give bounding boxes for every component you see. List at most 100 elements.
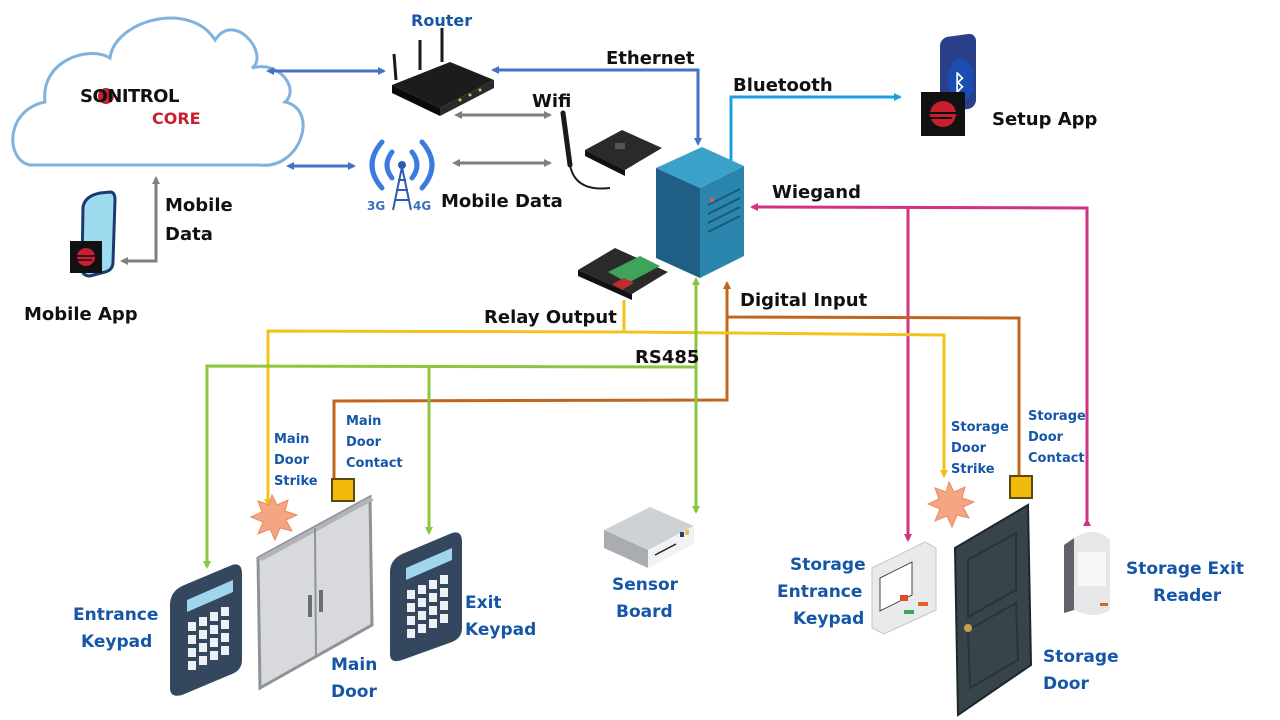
router-device	[392, 28, 494, 116]
sonitrol-logo-mark	[98, 88, 114, 104]
entrance-keypad-label-2: Keypad	[81, 632, 152, 652]
mobile-app-link-label-line2: Data	[165, 224, 213, 245]
sensor-board-port	[685, 530, 689, 535]
server-front	[656, 168, 700, 278]
mobile-app-data-link	[120, 176, 160, 265]
sonitrol-app-icon-mark	[77, 248, 95, 266]
mobile-data-label: Mobile Data	[441, 191, 563, 212]
signal-wave-left-inner	[384, 149, 395, 181]
sensor-board-device	[604, 507, 694, 568]
bluetooth-circle	[948, 58, 974, 102]
controller-server	[656, 147, 744, 278]
server-top	[656, 147, 744, 188]
main-door-contact-label-1: Main	[346, 414, 381, 429]
storage-door-strike-label-2: Door	[951, 441, 987, 456]
storage-exit-reader-label-2: Reader	[1153, 586, 1222, 606]
io-board-edge	[578, 270, 632, 300]
mobile-app-label: Mobile App	[24, 304, 138, 325]
main-door-strike-icon	[249, 493, 299, 542]
signal-wave-right-inner	[409, 149, 420, 181]
tower-4g-badge: 4G	[413, 199, 431, 213]
main-door-strike-label-2: Door	[274, 453, 310, 468]
digital-input-link	[723, 281, 1021, 475]
storage-exit-reader-device	[1064, 531, 1110, 615]
storage-door-strike-label-1: Storage	[951, 420, 1009, 435]
storage-entrance-keypad-device	[871, 541, 937, 635]
server-slot	[707, 215, 741, 233]
storage-keypad-green-key	[904, 610, 914, 614]
storage-door-panel	[953, 503, 1033, 717]
main-door-center-split	[314, 527, 317, 658]
storage-door-label-2: Door	[1043, 674, 1089, 694]
main-door-contact-sensor	[331, 478, 355, 502]
storage-entrance-keypad-label-2: Entrance	[777, 582, 862, 602]
server-slot	[707, 206, 741, 224]
storage-door-strike-label-3: Strike	[951, 462, 995, 477]
server-slot	[707, 188, 741, 206]
main-door	[256, 494, 374, 691]
exit-keypad-display	[406, 548, 452, 580]
server-side	[700, 166, 744, 278]
bluetooth-icon: ᛒ	[953, 71, 966, 96]
storage-entrance-keypad-label-3: Keypad	[793, 609, 864, 629]
reader-window	[1078, 552, 1106, 586]
storage-door-strike-icon	[926, 480, 976, 529]
rs485-label: RS485	[635, 347, 699, 368]
main-door-strike-label-1: Main	[274, 432, 309, 447]
storage-door-label-1: Storage	[1043, 647, 1119, 667]
router-antenna	[392, 53, 398, 81]
digital-input-main-contact	[332, 317, 729, 478]
wifi-antenna-cable	[569, 164, 611, 190]
exit-keypad-label-1: Exit	[465, 593, 502, 613]
mobile-app-device	[70, 190, 117, 278]
mobile-app-link-label-line1: Mobile	[165, 195, 233, 216]
storage-door-inset	[967, 531, 1017, 619]
router-led	[468, 93, 472, 97]
storage-door-contact-label-3: Contact	[1028, 451, 1085, 466]
wifi-antenna	[560, 110, 573, 168]
relay-output-link	[264, 300, 626, 507]
sonitrol-core-cloud: SONITROL CORE	[11, 16, 305, 167]
io-board	[578, 248, 668, 300]
core-product-text: CORE	[152, 109, 201, 128]
storage-exit-reader-label-1: Storage Exit	[1126, 559, 1244, 579]
tower-lattice	[392, 166, 412, 211]
sensor-board-label-1: Sensor	[612, 575, 679, 595]
signal-wave-right-outer	[419, 139, 435, 191]
wifi-board-chip	[615, 143, 625, 149]
reader-led	[1100, 603, 1108, 606]
rs485-entrance-keypad	[203, 364, 697, 569]
exit-keypad-device	[390, 532, 462, 662]
storage-keypad-orange-key	[918, 602, 928, 606]
wifi-label: Wifi	[532, 91, 571, 112]
tower-3g-badge: 3G	[367, 199, 385, 213]
wiegand-label: Wiegand	[772, 182, 861, 203]
sensor-board-slot	[654, 543, 677, 556]
main-door-handle	[319, 590, 323, 612]
main-door-contact-label-2: Door	[346, 435, 382, 450]
relay-output-storage-strike	[623, 330, 948, 478]
sensor-board-label-2: Board	[616, 602, 673, 622]
server-slot	[707, 197, 741, 215]
storage-door-inset	[966, 601, 1020, 690]
main-door-contact-label-3: Contact	[346, 456, 403, 471]
router-led	[458, 98, 462, 102]
signal-wave-left-outer	[369, 139, 385, 191]
entrance-keypad-label-1: Entrance	[73, 605, 158, 625]
bluetooth-label: Bluetooth	[733, 75, 833, 96]
wifi-module	[560, 110, 662, 190]
exit-keypad-keys	[407, 575, 448, 638]
storage-door-knob	[964, 624, 972, 632]
router-front	[392, 85, 440, 116]
sensor-board-port	[680, 532, 684, 537]
router-led	[478, 88, 482, 92]
cell-tower-icon: 3G 4G	[367, 139, 435, 213]
storage-entrance-keypad-label-1: Storage	[790, 555, 866, 575]
io-board-terminals	[608, 256, 660, 283]
sensor-board-front	[604, 530, 648, 568]
digital-input-label: Digital Input	[740, 290, 868, 311]
sensor-board-top	[604, 507, 694, 550]
cloud-shape	[11, 16, 305, 167]
storage-door-contact-label-2: Door	[1028, 430, 1064, 445]
